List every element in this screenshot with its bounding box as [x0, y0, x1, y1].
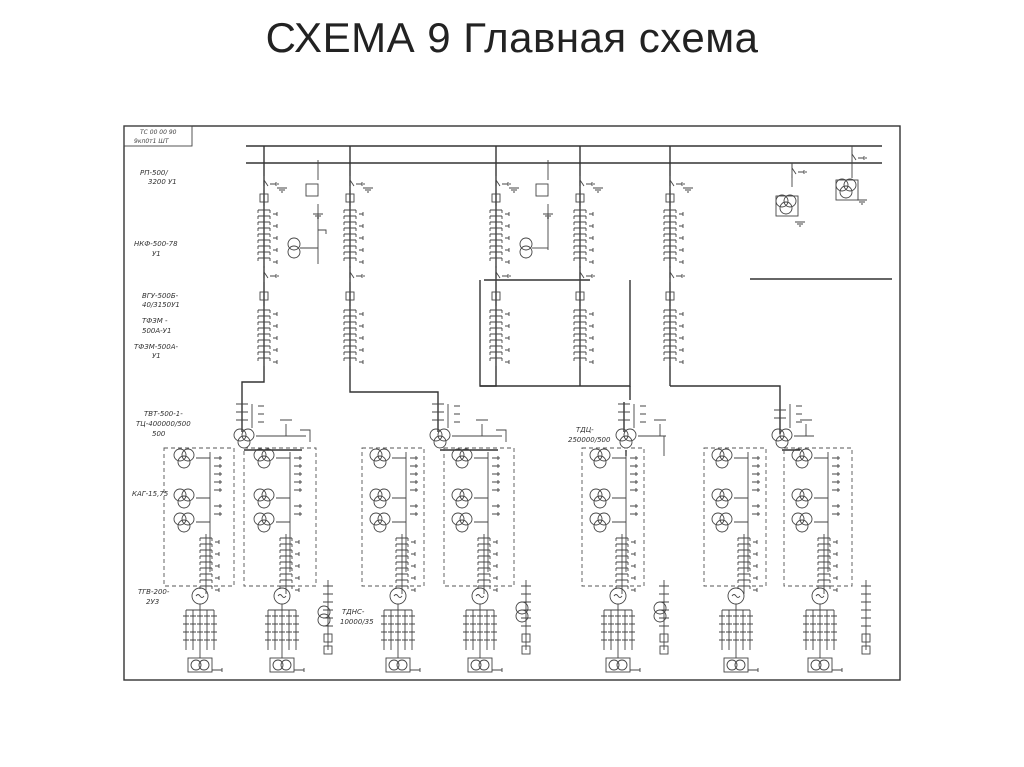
generator-2 [264, 587, 305, 673]
switchgear-bay-2 [343, 146, 439, 402]
label-tdns-line2: 10000/35 [340, 618, 374, 626]
label-tfzm1-line1: ТФЗМ - [142, 317, 168, 325]
equipment-labels: РП-500/ 3200 У1 НКФ-500-78 У1 ВГУ-500Б- … [132, 169, 611, 626]
auxiliary-column-2 [520, 579, 532, 655]
label-nkf-line1: НКФ-500-78 [134, 240, 178, 248]
voltage-transformer-2 [519, 160, 554, 259]
slide-title: СХЕМА 9 Главная схема [265, 14, 759, 61]
bay-interconnect [479, 280, 631, 387]
label-vgu-line1: ВГУ-500Б- [142, 292, 179, 300]
label-nkf-line2: У1 [152, 250, 161, 258]
label-tfzm2-line2: У1 [152, 352, 161, 360]
generator-1 [182, 587, 223, 673]
auxiliary-transformer-taps [775, 146, 868, 227]
label-tfzm1-line2: 500А-У1 [142, 327, 171, 335]
unit-transformer-1 [233, 402, 311, 451]
label-tvt-line3: 500 [152, 430, 166, 438]
generator-5 [600, 587, 641, 673]
label-tdc-line1: ТДЦ- [576, 426, 594, 434]
generator-7 [802, 587, 843, 673]
generator-unit-box-7 [783, 447, 853, 587]
generator-4 [462, 587, 503, 673]
title-stamp-box [123, 125, 193, 147]
stamp-line-1: ТС 00 00 90 [140, 129, 177, 136]
label-kag: КАГ-15,75 [132, 490, 169, 498]
generator-unit-1 [174, 449, 222, 594]
unit-transformer-2 [429, 402, 507, 451]
generator-unit-7 [792, 449, 840, 594]
generator-unit-box-3 [361, 447, 425, 587]
label-vgu-line2: 40/3150У1 [142, 301, 180, 309]
switchgear-bay-3 [480, 146, 520, 387]
switchgear-bay-1 [241, 146, 288, 402]
generator-unit-2 [254, 449, 302, 594]
generator-unit-box-5 [581, 447, 645, 587]
generator-unit-3 [370, 449, 418, 594]
generator-unit-box-4 [443, 447, 515, 587]
generator-6 [718, 587, 759, 673]
switchgear-bay-4 [573, 146, 604, 386]
label-rp-line2: 3200 У1 [148, 178, 177, 186]
label-tgv-line2: 2У3 [146, 598, 159, 606]
label-tvt-line2: ТЦ-400000/500 [136, 420, 191, 428]
label-tdns-line1: ТДНС- [342, 608, 365, 616]
unit-transformer-4 [771, 404, 814, 451]
label-tvt-line1: ТВТ-500-1- [144, 410, 183, 418]
generator-unit-4 [452, 449, 500, 594]
generator-unit-5 [590, 449, 638, 594]
switchgear-bay-5 [663, 146, 781, 408]
generator-unit-6 [712, 449, 760, 594]
generator-unit-box-1 [163, 447, 235, 587]
stamp-line-2: 9кп0т1 ШТ [134, 138, 170, 145]
auxiliary-column-3 [658, 579, 670, 655]
generator-3 [380, 587, 421, 673]
label-rp-line1: РП-500/ [140, 169, 168, 177]
voltage-transformer-1 [287, 160, 327, 264]
label-tfzm2-line1: ТФЗМ-500А- [134, 343, 179, 351]
drawing-frame [123, 125, 901, 681]
label-tdc-line2: 250000/500 [568, 436, 611, 444]
generator-unit-box-6 [703, 447, 767, 587]
auxiliary-column-4 [860, 579, 872, 655]
label-tgv-line1: ТГВ-200- [138, 588, 170, 596]
